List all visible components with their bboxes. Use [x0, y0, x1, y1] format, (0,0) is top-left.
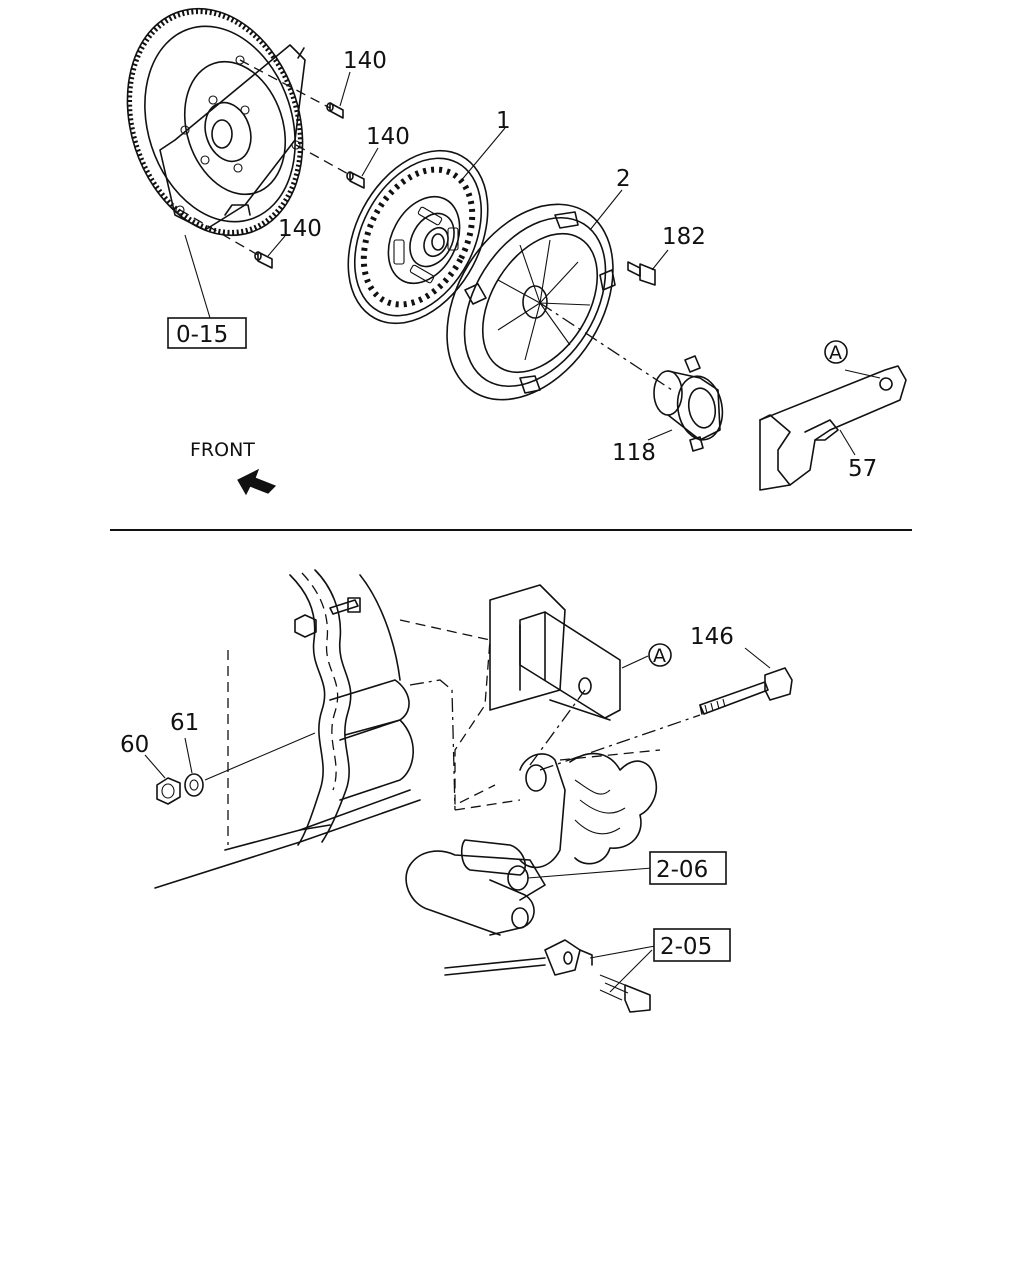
front-arrow	[237, 468, 277, 496]
callout-182: 182	[662, 224, 706, 250]
callout-140-a: 140	[343, 48, 387, 74]
marker-a-top: A	[829, 342, 842, 364]
clutch-disc	[347, 127, 506, 325]
frame-nut	[294, 614, 317, 638]
callout-140-c: 140	[278, 216, 322, 242]
ref-0-15: 0-15	[176, 322, 228, 348]
washer-61	[184, 737, 204, 797]
marker-a-bottom-circle	[648, 643, 672, 667]
dowel-pin-140-a	[239, 59, 351, 119]
ref-box-2-06	[649, 851, 727, 885]
pressure-plate	[446, 189, 623, 401]
ref-2-06: 2-06	[656, 857, 708, 883]
callout-118: 118	[612, 440, 656, 466]
flywheel	[126, 7, 306, 237]
dowel-pin-140-b	[295, 144, 379, 189]
release-fork	[759, 365, 907, 491]
slave-cylinder	[405, 749, 661, 936]
frame-rail	[154, 569, 421, 889]
callout-146: 146	[690, 624, 734, 650]
ref-box-2-05	[653, 928, 731, 962]
clevis-pin	[599, 949, 653, 1013]
release-bearing	[647, 355, 724, 452]
clutch-cable	[444, 939, 656, 976]
dowel-pin-140-c	[179, 209, 286, 269]
ref-box-0-15	[167, 317, 247, 349]
bolt-146	[699, 647, 793, 715]
callout-60: 60	[120, 732, 149, 758]
nut-60	[144, 754, 181, 805]
bolt-182	[627, 249, 669, 286]
callout-61: 61	[170, 710, 199, 736]
callout-1: 1	[496, 108, 511, 134]
marker-a-bottom: A	[653, 645, 666, 667]
frame-stud	[329, 597, 361, 615]
cylinder-bracket	[489, 584, 649, 721]
callout-2: 2	[616, 166, 631, 192]
callout-140-b: 140	[366, 124, 410, 150]
callout-57: 57	[848, 456, 877, 482]
front-label: FRONT	[190, 439, 255, 461]
ref-2-05: 2-05	[660, 934, 712, 960]
marker-a-top-circle	[824, 340, 848, 364]
